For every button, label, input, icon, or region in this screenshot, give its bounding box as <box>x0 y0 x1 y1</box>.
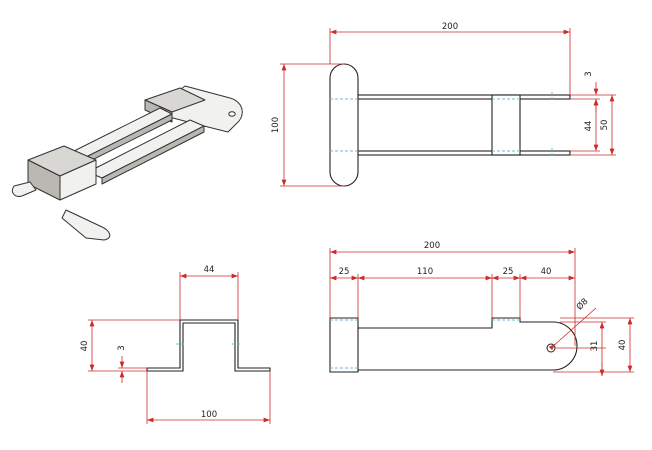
iso-right-rail-edge <box>101 125 205 185</box>
front-view: 44 40 3 100 <box>80 265 271 424</box>
top-view: 200 100 3 44 50 <box>271 22 616 187</box>
dim-side-seg-3: 25 <box>503 267 514 277</box>
dim-front-channel: 44 <box>204 265 215 275</box>
top-lower-rail <box>357 150 571 156</box>
dim-top-height: 100 <box>271 117 281 133</box>
dim-top-thickness: 3 <box>584 71 594 76</box>
dim-top-length: 200 <box>442 22 458 32</box>
top-end-plate <box>329 63 359 187</box>
dim-top-outer: 50 <box>600 120 610 131</box>
dim-top-inner: 44 <box>584 121 594 132</box>
top-upper-rail <box>357 94 571 100</box>
dim-side-seg-2: 110 <box>417 267 433 277</box>
iso-front-bridge-face <box>59 159 97 201</box>
dim-front-thickness: 3 <box>117 345 127 350</box>
iso-front-tab-left <box>11 181 37 197</box>
dim-side-seg-1: 25 <box>339 267 350 277</box>
iso-hole <box>228 111 236 117</box>
iso-front-tab-right <box>61 209 111 241</box>
dim-hole-diameter: Ø8 <box>574 296 590 312</box>
side-profile <box>329 317 578 373</box>
dim-front-width: 100 <box>201 410 217 420</box>
dim-side-end-height: 40 <box>618 340 628 351</box>
dim-side-length: 200 <box>424 241 440 251</box>
top-middle-clip <box>491 94 521 156</box>
dim-side-hole-height: 31 <box>590 341 600 352</box>
dim-side-seg-4: 40 <box>541 267 552 277</box>
isometric-view <box>11 85 243 241</box>
dim-front-height: 40 <box>80 341 90 352</box>
front-channel-profile <box>146 319 271 372</box>
side-view: 200 25 110 25 40 Ø8 31 40 <box>329 241 634 376</box>
